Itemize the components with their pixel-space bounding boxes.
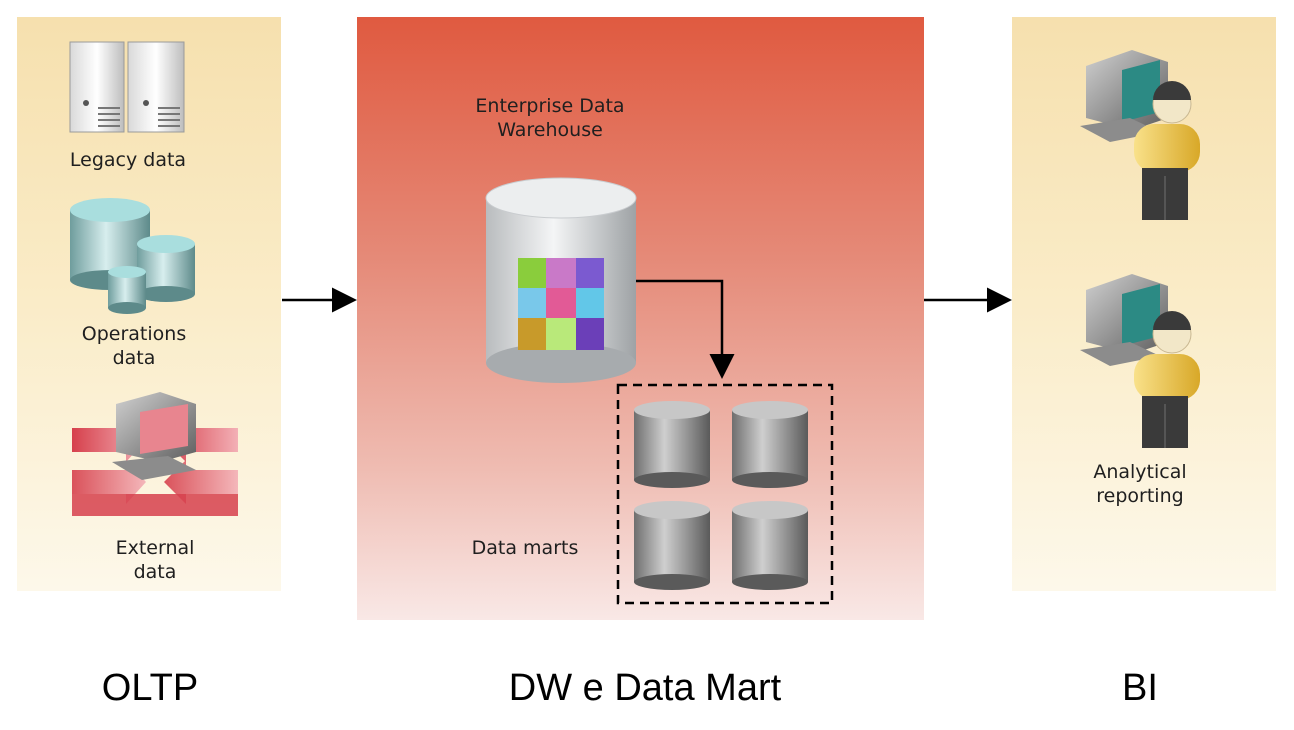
user-computer-icon bbox=[1080, 274, 1200, 448]
database-stack-icon bbox=[70, 198, 195, 314]
puzzle-database-icon bbox=[485, 177, 637, 383]
cylinder-icon bbox=[732, 501, 808, 590]
edw-to-marts-arrow bbox=[636, 279, 735, 379]
operations-data-label: Operations data bbox=[81, 323, 187, 369]
warehouse-label: Enterprise Data Warehouse bbox=[475, 95, 625, 141]
cylinder-icon bbox=[634, 401, 710, 488]
external-data-label: External data bbox=[115, 537, 195, 583]
server-icon bbox=[69, 41, 185, 133]
dw-caption: DW e Data Mart bbox=[508, 667, 782, 709]
bi-caption: BI bbox=[1122, 667, 1158, 709]
legacy-data-label: Legacy data bbox=[69, 149, 187, 171]
data-marts-label: Data marts bbox=[471, 537, 579, 559]
external-computer-icon bbox=[72, 392, 238, 516]
cylinder-icon bbox=[732, 401, 808, 488]
data-marts-box bbox=[616, 383, 834, 605]
oltp-caption: OLTP bbox=[101, 667, 199, 709]
user-computer-icon bbox=[1080, 50, 1200, 220]
analytical-reporting-label: Analytical reporting bbox=[1093, 461, 1187, 507]
cylinder-icon bbox=[634, 501, 710, 590]
